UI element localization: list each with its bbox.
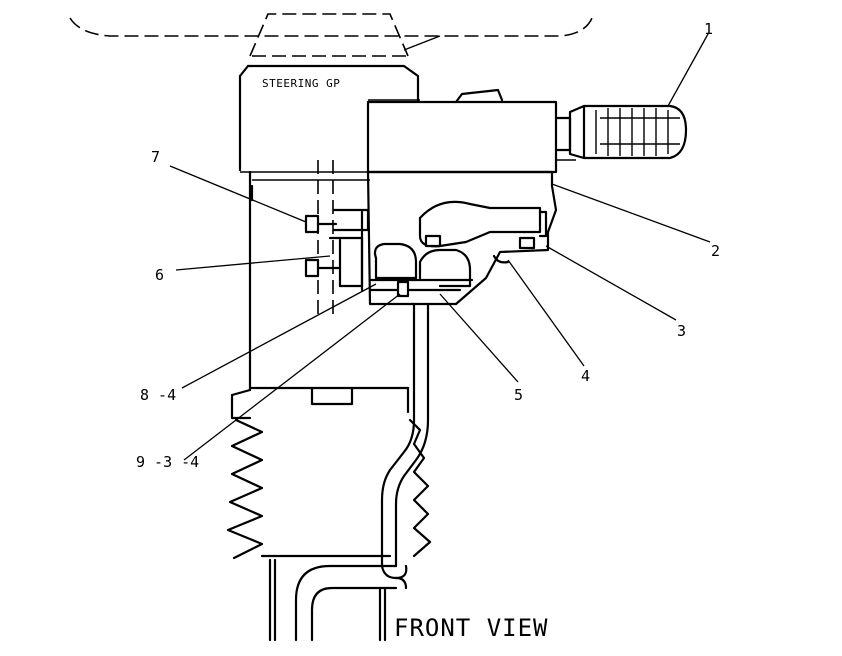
callout-5: 5 xyxy=(514,386,523,404)
switch-upper-box xyxy=(366,88,558,174)
steering-column-housing xyxy=(238,64,420,392)
callout-3: 3 xyxy=(677,322,686,340)
steering-wheel-outline xyxy=(69,13,593,57)
callout-6: 6 xyxy=(155,266,164,284)
callout-2: 2 xyxy=(711,242,720,260)
callout-7: 7 xyxy=(151,148,160,166)
leader-lines xyxy=(169,33,711,461)
shift-rod xyxy=(294,302,430,642)
callout-4: 4 xyxy=(581,367,590,385)
view-label: FRONT VIEW xyxy=(394,614,549,642)
bolts xyxy=(304,214,536,298)
knob-assembly xyxy=(554,104,688,161)
column-lower-collar xyxy=(230,386,410,420)
callout-1: 1 xyxy=(704,20,713,38)
callout-9: 9 -3 -4 xyxy=(136,453,199,471)
callout-8: 8 -4 xyxy=(140,386,176,404)
rubber-boot xyxy=(226,418,432,642)
assembly-label: STEERING GP xyxy=(262,77,340,90)
